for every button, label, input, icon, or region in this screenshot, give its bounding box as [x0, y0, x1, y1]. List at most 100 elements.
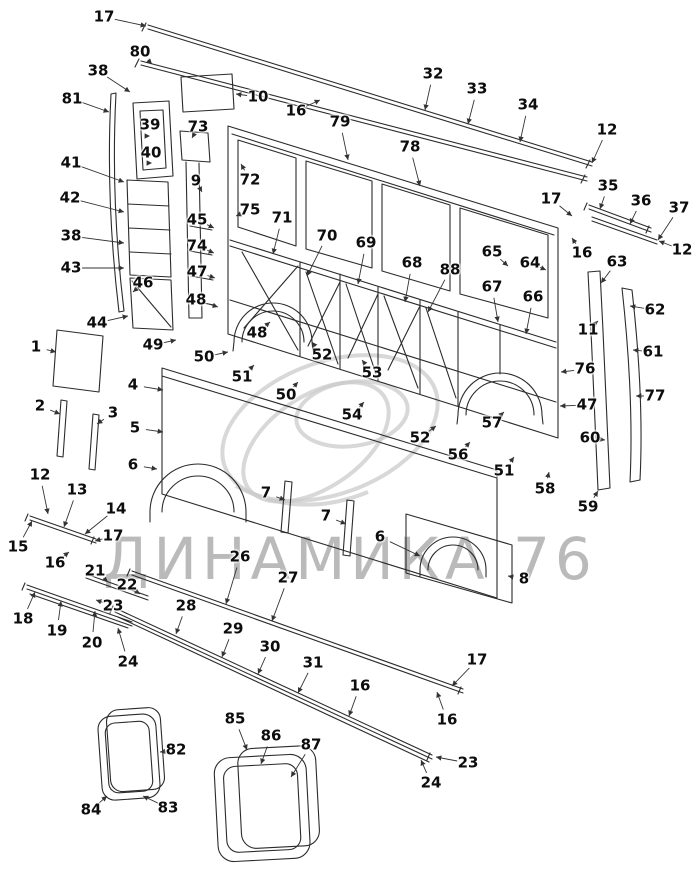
- leader-line-16: [436, 691, 444, 710]
- leader-line-88: [427, 279, 446, 313]
- part-label-52: 52: [311, 345, 333, 364]
- part-label-69: 69: [355, 233, 377, 252]
- part-label-72: 72: [239, 170, 261, 189]
- part-label-85: 85: [224, 709, 246, 728]
- part-label-58: 58: [534, 479, 556, 498]
- leader-line-1: [46, 348, 57, 354]
- leader-line-23: [435, 755, 458, 762]
- leader-line-57: [498, 411, 505, 418]
- part-label-45: 45: [186, 210, 208, 229]
- leader-line-74: [207, 248, 215, 254]
- long-rail-upper: [126, 568, 464, 695]
- part-label-68: 68: [401, 253, 423, 272]
- leader-line-47: [559, 403, 577, 409]
- post-brackets: [189, 225, 215, 306]
- leader-line-87: [290, 754, 306, 778]
- leader-line-13: [63, 500, 74, 528]
- part-label-51: 51: [493, 461, 515, 480]
- leader-line-56: [464, 441, 471, 448]
- leader-line-32: [423, 84, 432, 111]
- part-label-1: 1: [30, 337, 42, 356]
- part-label-42: 42: [59, 188, 81, 207]
- part-label-79: 79: [329, 112, 351, 131]
- part-label-52: 52: [409, 428, 431, 447]
- part-label-16: 16: [285, 101, 307, 120]
- part-label-47: 47: [576, 395, 598, 414]
- part-label-86: 86: [260, 726, 282, 745]
- trim-strips-7: [280, 480, 355, 557]
- leader-line-81: [82, 102, 110, 113]
- part-label-38: 38: [87, 61, 109, 80]
- part-label-62: 62: [644, 300, 666, 319]
- leader-line-6: [389, 541, 421, 557]
- leader-line-51: [248, 364, 255, 371]
- part-label-75: 75: [239, 200, 261, 219]
- waist-rails: [229, 239, 557, 403]
- leader-line-28: [175, 616, 183, 635]
- sill-rail-left: [21, 582, 133, 629]
- leader-line-16: [305, 99, 321, 107]
- leader-line-20: [91, 610, 98, 633]
- part-label-40: 40: [140, 143, 162, 162]
- part-label-67: 67: [481, 277, 503, 296]
- leader-line-3: [96, 418, 105, 425]
- leader-line-44: [107, 314, 129, 322]
- part-label-47: 47: [186, 262, 208, 281]
- part-label-16: 16: [436, 710, 458, 729]
- part-label-63: 63: [606, 252, 628, 271]
- leader-line-24: [116, 627, 126, 652]
- leader-line-84: [99, 795, 108, 804]
- leader-line-16: [571, 237, 578, 245]
- part-label-16: 16: [349, 676, 371, 695]
- part-label-15: 15: [7, 537, 29, 556]
- window-opening-2: [305, 160, 373, 269]
- part-label-24: 24: [420, 773, 442, 792]
- part-label-50: 50: [193, 347, 215, 366]
- leader-line-17: [94, 536, 103, 543]
- part-label-82: 82: [165, 740, 187, 759]
- leader-line-61: [632, 347, 643, 354]
- part-label-32: 32: [422, 64, 444, 83]
- leader-line-86: [260, 746, 268, 765]
- part-label-65: 65: [481, 242, 503, 261]
- wheel-arch-front: [232, 302, 314, 352]
- roof-rail-lower: [134, 58, 588, 184]
- leader-line-11: [592, 320, 599, 327]
- part-label-17: 17: [466, 650, 488, 669]
- lower-side-panel: [161, 367, 498, 599]
- leader-line-52: [311, 341, 318, 348]
- leader-line-37: [657, 216, 674, 241]
- rear-end-panel: [405, 513, 513, 604]
- rear-pillar-outer: [621, 287, 642, 483]
- leader-line-5: [145, 428, 164, 434]
- part-label-37: 37: [668, 198, 690, 217]
- part-label-17: 17: [93, 7, 115, 26]
- leader-line-12: [658, 240, 672, 247]
- leader-line-7: [276, 495, 286, 501]
- part-label-12: 12: [596, 120, 618, 139]
- part-label-21: 21: [84, 561, 106, 580]
- part-label-39: 39: [139, 115, 161, 134]
- part-label-14: 14: [105, 499, 127, 518]
- leader-line-38: [106, 76, 131, 93]
- part-label-9: 9: [190, 171, 202, 190]
- leader-line-14: [84, 515, 108, 535]
- part-label-29: 29: [222, 619, 244, 638]
- part-label-30: 30: [259, 637, 281, 656]
- part-label-49: 49: [142, 335, 164, 354]
- part-label-11: 11: [577, 320, 599, 339]
- part-label-74: 74: [186, 236, 208, 255]
- leader-line-80: [146, 58, 153, 65]
- leader-line-73: [191, 131, 197, 139]
- part-label-54: 54: [341, 405, 363, 424]
- leader-line-67: [493, 297, 500, 323]
- part-label-59: 59: [577, 497, 599, 516]
- leader-line-9: [197, 185, 203, 193]
- leader-line-16: [348, 696, 357, 717]
- part-label-22: 22: [116, 575, 138, 594]
- front-fender: [149, 463, 247, 523]
- part-label-83: 83: [157, 798, 179, 817]
- part-label-17: 17: [540, 189, 562, 208]
- part-label-66: 66: [522, 287, 544, 306]
